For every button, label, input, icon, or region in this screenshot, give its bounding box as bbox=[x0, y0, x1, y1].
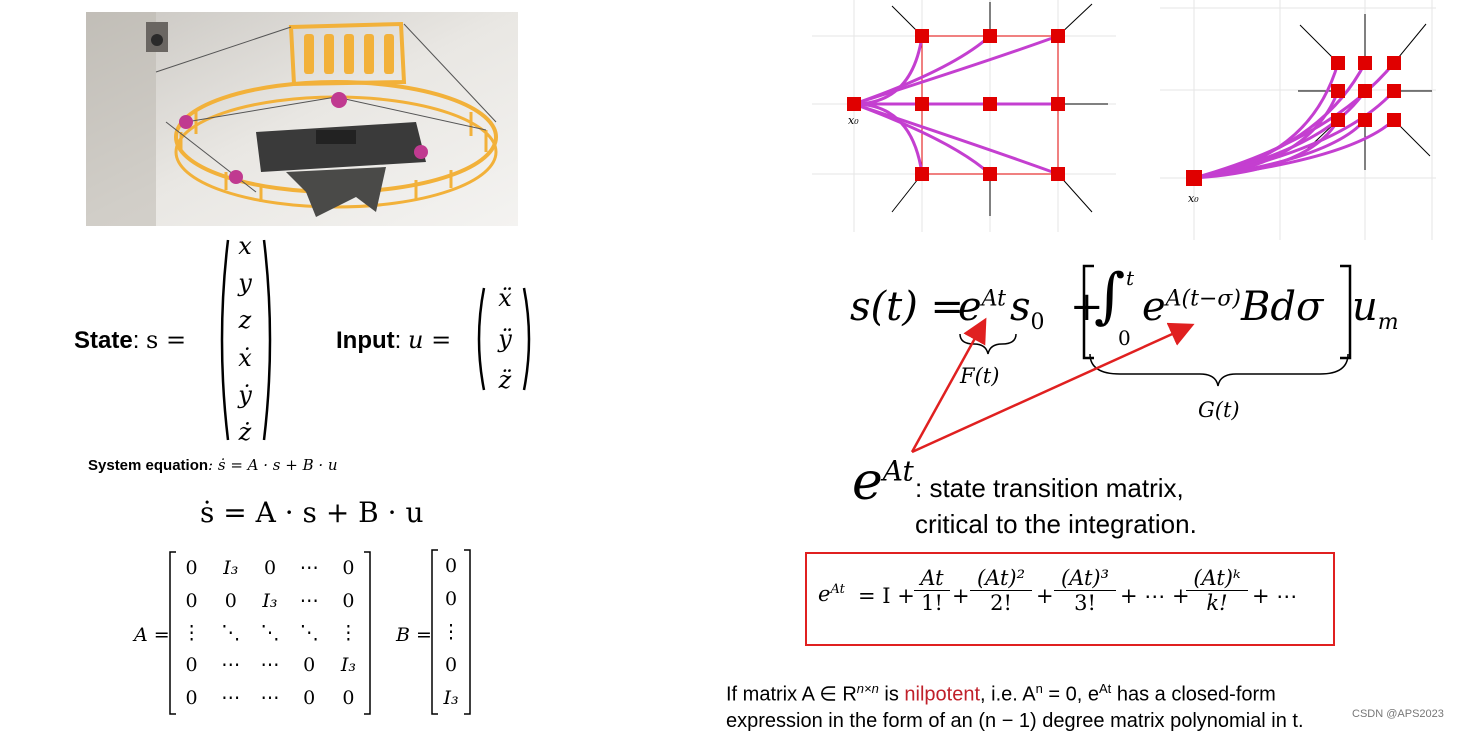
matrix-cell: ⋯ bbox=[299, 557, 319, 580]
matrix-cell: 0 bbox=[303, 686, 316, 709]
matrix-b: 0 0 ⋮ 0 I₃ bbox=[434, 550, 468, 714]
matrix-cell: ⋮ bbox=[182, 621, 202, 644]
matrix-cell: ⋯ bbox=[221, 686, 241, 709]
matrix-cell: I₃ bbox=[262, 589, 278, 612]
matrix-cell: ⋮ bbox=[441, 620, 461, 643]
system-equation-large: ṡ = A · s + B · u bbox=[200, 496, 424, 529]
matrix-cell: 0 bbox=[224, 589, 237, 612]
solution-plus: + bbox=[1070, 284, 1104, 330]
matrix-cell: 0 bbox=[185, 686, 198, 709]
state-entry: ż bbox=[238, 417, 252, 446]
solution-s0: s0 bbox=[1010, 284, 1045, 335]
red-arrows bbox=[910, 317, 1195, 454]
plot-right-start-label: x₀ bbox=[1188, 192, 1199, 205]
matrix-cell: 0 bbox=[185, 589, 198, 612]
transition-description: : state transition matrix, critical to t… bbox=[915, 470, 1197, 542]
expansion-dots-end: + ⋯ bbox=[1252, 584, 1298, 608]
state-entry: ẋ bbox=[238, 343, 252, 372]
state-label: State: s = bbox=[74, 326, 187, 354]
matrix-cell: ⋯ bbox=[221, 654, 241, 677]
matrix-cell: 0 bbox=[263, 557, 277, 580]
integral-upper: t bbox=[1126, 266, 1135, 290]
matrix-a-name: A = bbox=[134, 624, 170, 646]
matrix-cell: ⋱ bbox=[260, 621, 280, 644]
drone-photo bbox=[86, 12, 518, 226]
g-label: G(t) bbox=[1198, 398, 1240, 422]
expansion-eq: = I + bbox=[858, 584, 915, 608]
transition-line-2: critical to the integration. bbox=[915, 509, 1197, 539]
matrix-cell: 0 bbox=[185, 557, 198, 580]
input-entry: ÿ bbox=[498, 325, 512, 353]
trajectory-plot-right: x₀ bbox=[1160, 0, 1436, 240]
matrix-cell: 0 bbox=[342, 589, 355, 612]
expansion-plus-1: + bbox=[952, 584, 970, 608]
solution-u: um bbox=[1352, 284, 1399, 335]
nilpotent-keyword: nilpotent bbox=[904, 683, 981, 706]
state-entry: z bbox=[238, 306, 252, 335]
matrix-cell: 0 bbox=[342, 686, 355, 709]
matrix-a-brackets bbox=[169, 551, 371, 715]
transition-line-1: : state transition matrix, bbox=[915, 473, 1184, 503]
matrix-cell: I₃ bbox=[443, 686, 459, 709]
nilpotent-note: If matrix A ∈ Rn×n is nilpotent, i.e. An… bbox=[726, 676, 1426, 734]
matrix-cell: 0 bbox=[342, 557, 355, 580]
matrix-cell: I₃ bbox=[223, 557, 239, 580]
input-entry: z̈ bbox=[498, 366, 512, 394]
matrix-cell: 0 bbox=[444, 555, 458, 578]
solution-lhs: s(t) = bbox=[850, 284, 965, 330]
matrix-cell: ⋱ bbox=[221, 621, 241, 644]
matrix-b-brackets bbox=[431, 549, 471, 715]
matrix-cell: ⋯ bbox=[299, 589, 319, 612]
solution-square-brackets bbox=[1082, 264, 1352, 360]
state-entry: y bbox=[238, 269, 252, 298]
integrand: eA(t−σ)Bdσ bbox=[1142, 284, 1324, 330]
input-vector: ẍ ÿ z̈ bbox=[488, 286, 522, 392]
input-vector-bracket bbox=[477, 287, 531, 391]
exponential-expansion-box bbox=[805, 552, 1335, 646]
integral-lower: 0 bbox=[1118, 326, 1131, 350]
matrix-cell: ⋯ bbox=[260, 686, 280, 709]
expansion-plus-2: + bbox=[1036, 584, 1054, 608]
expansion-dots-mid: + ⋯ + bbox=[1120, 584, 1190, 608]
transition-exp: eAt bbox=[852, 452, 914, 512]
state-vector-bracket bbox=[220, 239, 272, 441]
matrix-cell: 0 bbox=[444, 653, 458, 676]
matrix-cell: 0 bbox=[444, 588, 458, 611]
state-vector: x y z ẋ ẏ ż bbox=[228, 234, 262, 444]
f-label: F(t) bbox=[960, 364, 1000, 388]
matrix-cell: 0 bbox=[185, 654, 198, 677]
matrix-cell: ⋱ bbox=[299, 621, 319, 644]
nilpotent-line-1: If matrix A ∈ Rn×n is nilpotent, i.e. An… bbox=[726, 681, 1276, 706]
expansion-lhs: eAt bbox=[818, 582, 845, 606]
trajectory-plot-left: x₀ bbox=[812, 0, 1116, 232]
input-entry: ẍ bbox=[498, 284, 512, 312]
matrix-cell: ⋯ bbox=[260, 654, 280, 677]
state-entry: ẏ bbox=[238, 380, 252, 409]
watermark: CSDN @APS2023 bbox=[1352, 708, 1444, 720]
input-label: Input: u = bbox=[336, 326, 452, 354]
integral-sign: ∫ bbox=[1094, 261, 1126, 331]
matrix-cell: ⋮ bbox=[338, 621, 358, 644]
system-equation-small: System equation: ṡ = A · s + B · u bbox=[88, 456, 338, 474]
matrix-cell: I₃ bbox=[340, 654, 356, 677]
matrix-b-name: B = bbox=[396, 624, 432, 646]
plot-left-start-label: x₀ bbox=[848, 114, 859, 127]
nilpotent-line-2: expression in the form of an (n − 1) deg… bbox=[726, 709, 1304, 732]
state-entry: x bbox=[238, 232, 252, 260]
matrix-cell: 0 bbox=[303, 654, 316, 677]
